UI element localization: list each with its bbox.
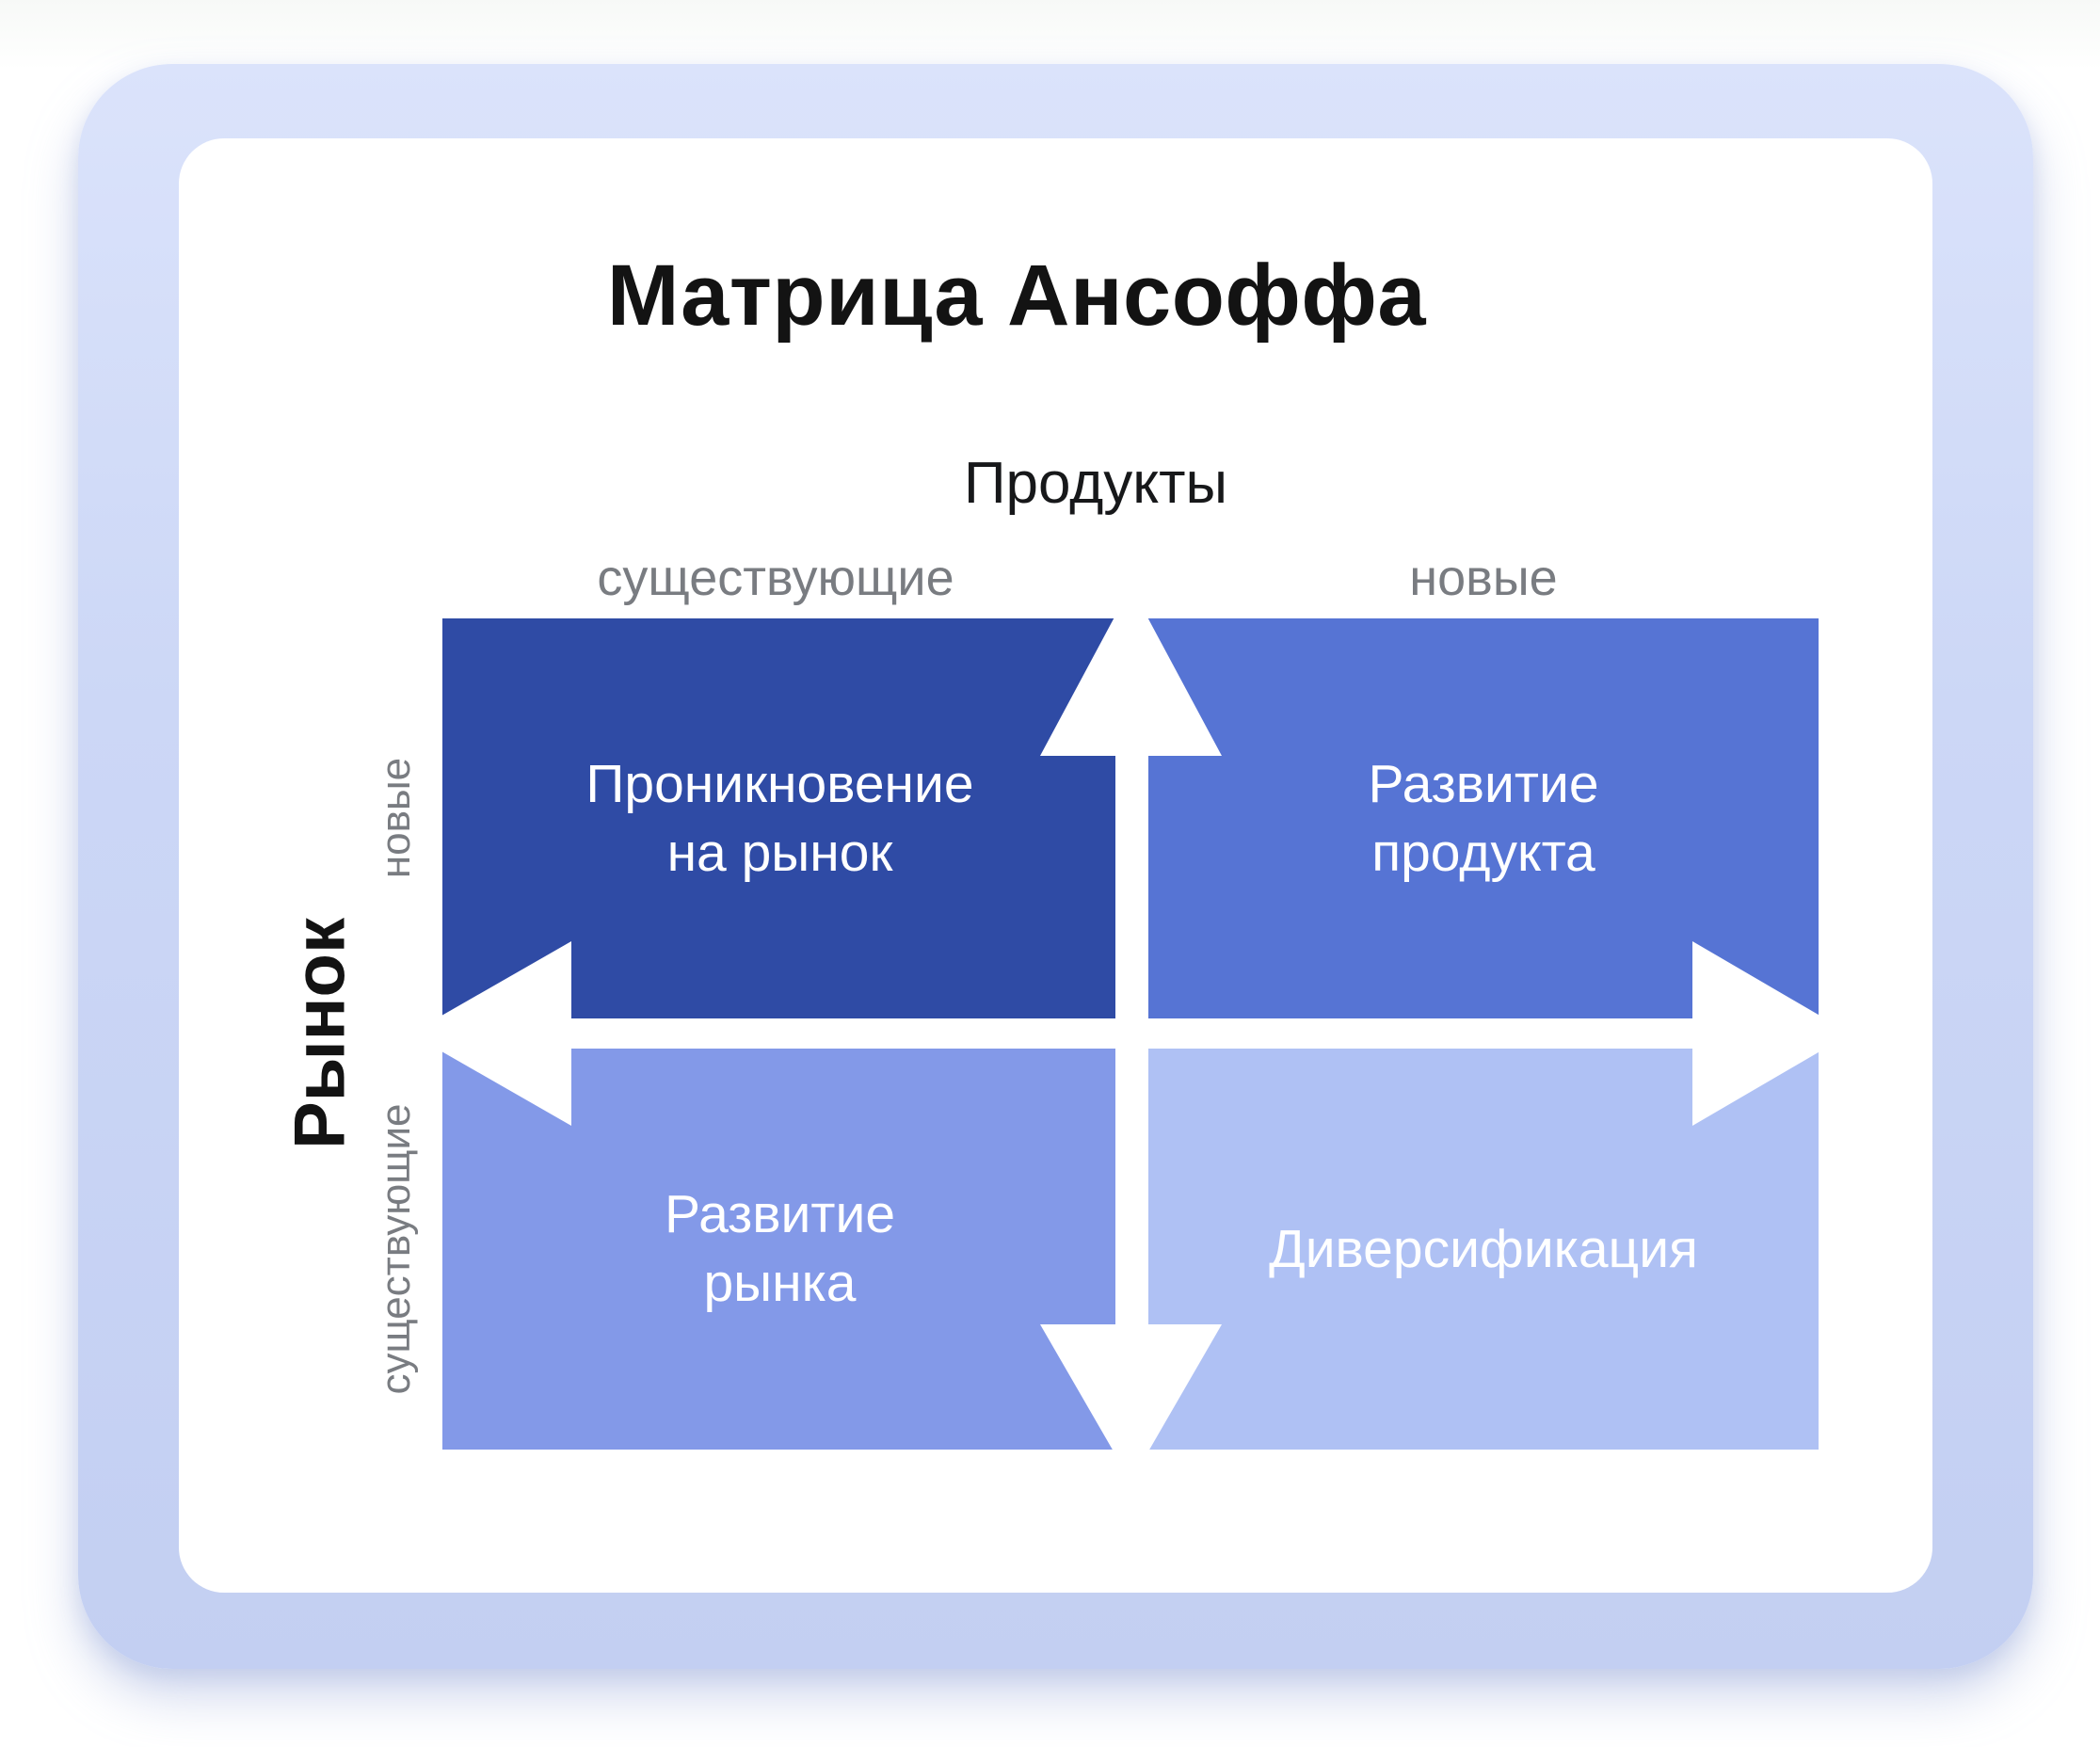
axis-label-market: Рынок xyxy=(280,918,361,1149)
column-label-existing-products: существующие xyxy=(597,550,954,606)
column-label-new-products: новые xyxy=(1409,550,1558,606)
ansoff-matrix: Проникновение на рынок Развитие продукта… xyxy=(442,618,1819,1450)
quadrant-product-development: Развитие продукта xyxy=(1148,618,1819,1018)
row-label-existing-markets: существующие xyxy=(373,1103,419,1395)
quadrant-label-product-development: Развитие продукта xyxy=(1368,753,1599,883)
diagram-title: Матрица Ансоффа xyxy=(606,248,1427,344)
quadrant-diversification: Диверсификация xyxy=(1148,1049,1819,1450)
quadrant-label-market-development: Развитие рынка xyxy=(664,1184,896,1313)
quadrant-market-penetration: Проникновение на рынок xyxy=(442,618,1117,1018)
row-label-new-markets: новые xyxy=(373,757,419,879)
axis-label-products: Продукты xyxy=(963,451,1228,516)
quadrant-label-market-penetration: Проникновение на рынок xyxy=(585,753,974,883)
quadrant-market-development: Развитие рынка xyxy=(442,1049,1117,1450)
quadrant-label-diversification: Диверсификация xyxy=(1269,1218,1698,1279)
